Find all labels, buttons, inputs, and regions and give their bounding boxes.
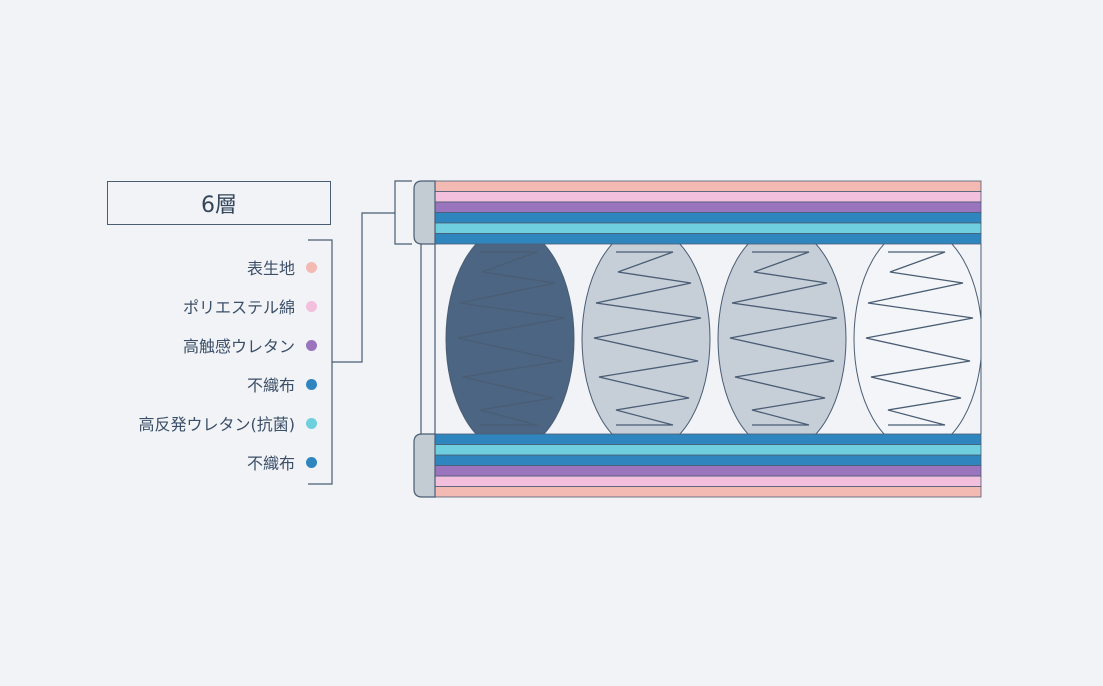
- top-layer-band: [434, 201, 982, 213]
- legend-label: 高反発ウレタン(抗菌): [138, 415, 296, 434]
- legend-color-dot-icon: [306, 378, 317, 390]
- coil-spring: [593, 251, 702, 426]
- bottom-layer-band: [434, 433, 982, 445]
- top-layer-band: [434, 191, 982, 203]
- legend-color-dot-icon: [306, 339, 317, 351]
- spring-pocket: [717, 244, 847, 434]
- legend-color-dot-icon: [306, 417, 317, 429]
- bottom-layer-band: [434, 444, 982, 456]
- spring-pocket: [445, 244, 575, 434]
- coil-spring: [865, 251, 974, 426]
- top-edge-cap: [413, 180, 436, 245]
- legend-color-dot-icon: [306, 261, 317, 273]
- bottom-layer-band: [434, 475, 982, 487]
- pocket-spring: [445, 244, 575, 434]
- legend-label: 不織布: [246, 454, 295, 473]
- pocket-spring: [581, 244, 711, 434]
- bottom-layer-band: [434, 465, 982, 477]
- spring-pocket: [853, 244, 981, 434]
- top-layer-band: [434, 212, 982, 224]
- spring-pocket: [581, 244, 711, 434]
- legend-item: 高反発ウレタン(抗菌): [138, 413, 317, 434]
- legend-item: 表生地: [246, 257, 317, 278]
- layer-count-title: 6層: [107, 181, 331, 225]
- pocket-spring: [717, 244, 847, 434]
- legend-item: 不織布: [246, 452, 317, 473]
- top-layer-band: [434, 222, 982, 234]
- connector-line: [332, 212, 395, 363]
- bottom-layer-band: [434, 486, 982, 498]
- bottom-edge-cap: [413, 433, 436, 498]
- legend-label: 不織布: [246, 376, 295, 395]
- legend-item: 高触感ウレタン: [182, 335, 317, 356]
- pocket-spring: [853, 244, 981, 434]
- legend-label: 高触感ウレタン: [182, 337, 295, 356]
- bottom-layer-band: [434, 454, 982, 466]
- top-layer-band: [434, 180, 982, 192]
- top-layer-band: [434, 233, 982, 245]
- legend-color-dot-icon: [306, 300, 317, 312]
- legend-label: ポリエステル綿: [182, 298, 295, 317]
- top-stack-bracket: [394, 180, 412, 245]
- legend-color-dot-icon: [306, 456, 317, 468]
- coil-spring: [729, 251, 838, 426]
- legend-item: 不織布: [246, 374, 317, 395]
- legend-bracket: [308, 239, 333, 485]
- coil-spring: [457, 251, 566, 426]
- legend-item: ポリエステル綿: [182, 296, 317, 317]
- legend-label: 表生地: [246, 259, 295, 278]
